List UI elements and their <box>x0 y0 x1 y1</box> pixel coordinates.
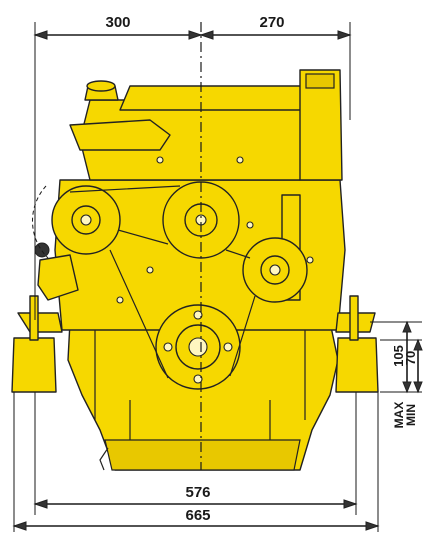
left-mount-rubber <box>11 337 57 393</box>
arrow-head <box>413 338 423 351</box>
dimension-300-label: 300 <box>105 14 130 31</box>
starter-gear <box>34 242 50 258</box>
bolt <box>146 266 154 274</box>
manifold <box>69 119 171 151</box>
exchanger-cap <box>305 73 335 89</box>
dimension-70-label: 70 <box>403 351 418 365</box>
top-dimensions: 300 270 <box>33 14 352 320</box>
arrow-head <box>413 381 423 394</box>
arrow-head <box>33 30 48 40</box>
min-label: MIN <box>404 404 418 426</box>
dimension-665-label: 665 <box>185 507 210 524</box>
crank-hole-4 <box>163 342 173 352</box>
bolt <box>306 256 314 264</box>
bolt <box>246 221 254 229</box>
starter-motor <box>37 254 79 301</box>
arrow-head <box>337 30 352 40</box>
filler-cap-top <box>86 80 116 92</box>
left-mount-bolt <box>29 295 39 341</box>
arrow-head <box>33 499 48 509</box>
bolt <box>236 156 244 164</box>
max-label: MAX <box>392 402 406 429</box>
heat-exchanger <box>299 69 343 181</box>
arrow-head <box>199 30 214 40</box>
left-engine-mount <box>17 312 63 333</box>
dipstick <box>99 447 109 471</box>
bolt <box>116 296 124 304</box>
drive-belt <box>69 185 256 379</box>
crank-hole-1 <box>193 310 203 320</box>
dimension-270-label: 270 <box>259 14 284 31</box>
bolt <box>156 156 164 164</box>
crankshaft-center <box>188 337 208 357</box>
bottom-dimensions: 576 665 <box>12 392 380 532</box>
rocker-cover <box>119 85 309 111</box>
alternator-swing-arc <box>32 185 49 259</box>
alternator-center <box>80 214 92 226</box>
arrow-head <box>402 320 412 333</box>
raw-water-pump-center <box>269 264 281 276</box>
arrow-head <box>343 499 358 509</box>
dimension-576-label: 576 <box>185 484 210 501</box>
dimension-105-label: 105 <box>391 345 406 367</box>
mount-height-dimensions: 105 70 MAX MIN <box>370 320 423 429</box>
right-mount-rubber <box>335 337 379 393</box>
crank-hole-2 <box>223 342 233 352</box>
arrow-head <box>402 381 412 394</box>
arrow-head <box>188 30 203 40</box>
arrow-head <box>12 521 27 531</box>
engine-illustration <box>11 69 379 471</box>
block-rib <box>94 330 306 440</box>
sump-pan <box>104 439 301 471</box>
right-mount-bolt <box>349 295 359 341</box>
crank-hole-3 <box>193 374 203 384</box>
arrow-head <box>365 521 380 531</box>
